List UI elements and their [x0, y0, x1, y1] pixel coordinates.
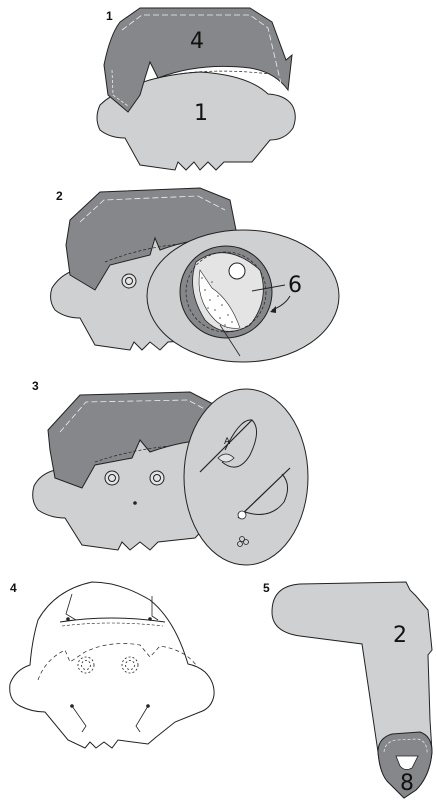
- step-2-number: 2: [56, 189, 63, 203]
- step-3-eye-left: [105, 471, 119, 485]
- step-3-eye-right: [150, 471, 164, 485]
- step-3-detail-ellipse: [184, 389, 308, 565]
- step-3-number: 3: [32, 379, 39, 393]
- piece-label-6: 6: [288, 273, 302, 298]
- step-2-eye: [122, 274, 136, 288]
- step-4-number: 4: [10, 581, 17, 595]
- piece-label-8: 8: [400, 771, 414, 796]
- step-4: 4: [10, 581, 214, 748]
- step-1: 1 4 1: [97, 8, 295, 170]
- step-4-head-outline: [10, 582, 214, 748]
- piece-label-4: 4: [190, 29, 204, 54]
- step-2: 2 6: [51, 188, 339, 362]
- step-5-number: 5: [263, 581, 270, 595]
- piece-label-1: 1: [194, 101, 208, 126]
- label-A: A: [224, 437, 231, 447]
- step-5: 5 2 8: [263, 581, 432, 798]
- step-3-nose: [133, 501, 137, 505]
- step-3: 3 A: [32, 379, 308, 565]
- piece-label-2: 2: [393, 623, 407, 648]
- step-1-number: 1: [106, 9, 113, 23]
